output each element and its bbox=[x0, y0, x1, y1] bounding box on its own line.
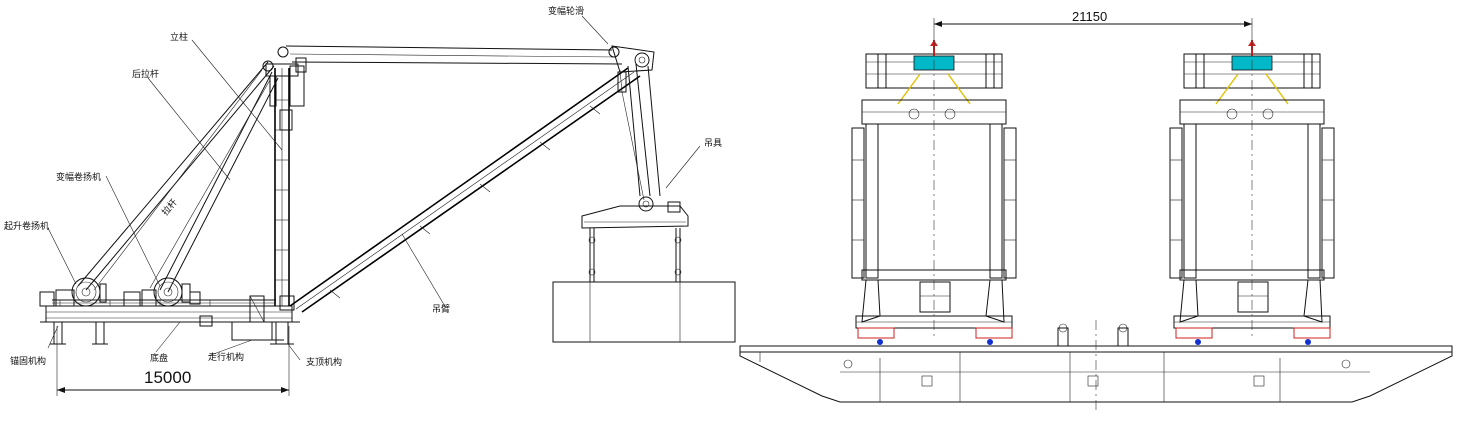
top-tie bbox=[285, 45, 655, 73]
crane-front-right bbox=[1169, 40, 1335, 345]
hoist-winch bbox=[39, 277, 107, 307]
label-base: 底盘 bbox=[150, 352, 168, 364]
label-rear-tie-rod: 后拉杆 bbox=[132, 68, 159, 80]
label-support-mechanism: 支顶机构 bbox=[306, 356, 342, 368]
boom bbox=[289, 67, 641, 313]
dimension-15000: 15000 bbox=[56, 326, 290, 396]
luffing-pulley-block bbox=[617, 63, 661, 201]
label-boom: 吊臂 bbox=[432, 303, 450, 315]
label-luffing-winch: 变幅卷扬机 bbox=[56, 171, 101, 183]
label-column: 立柱 bbox=[170, 31, 188, 43]
deck-posts bbox=[1057, 323, 1129, 347]
label-spreader: 吊具 bbox=[704, 138, 722, 149]
spreader bbox=[581, 196, 689, 282]
label-luffing-pulley-block: 变幅轮滑 bbox=[548, 5, 584, 17]
front-elevation: 21150 bbox=[739, 9, 1453, 410]
leader-lines bbox=[47, 15, 701, 361]
base-platform bbox=[40, 295, 300, 345]
crane-front-left bbox=[851, 40, 1017, 345]
label-anchor-mechanism: 锚固机构 bbox=[10, 355, 46, 367]
rear-tie-rods bbox=[77, 61, 279, 293]
dimension-21150: 21150 bbox=[933, 9, 1253, 48]
luffing-winch bbox=[123, 277, 201, 307]
lifted-segment bbox=[552, 281, 736, 343]
side-elevation: 立柱 后拉杆 变幅卷扬机 起升卷扬机 锚固机构 底盘 走行机构 支顶机构 变幅轮… bbox=[4, 5, 736, 396]
label-hoist-winch: 起升卷扬机 bbox=[4, 220, 49, 232]
label-travel-mechanism: 走行机构 bbox=[208, 351, 244, 363]
column bbox=[262, 46, 305, 311]
dimension-15000-text: 15000 bbox=[144, 368, 191, 387]
dimension-21150-text: 21150 bbox=[1072, 9, 1107, 24]
bridge-deck bbox=[739, 320, 1453, 410]
